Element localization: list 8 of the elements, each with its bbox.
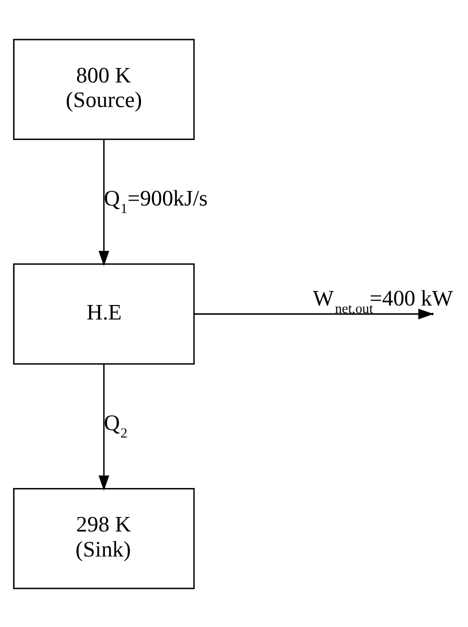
edge-label: Q$_{2}$ — [104, 410, 128, 440]
edge-label: W$_{net,out}$=400 kW — [312, 284, 453, 316]
node-box: H.E — [13, 262, 195, 364]
node-box: 800 K (Source) — [13, 38, 195, 140]
arrow — [98, 139, 110, 266]
arrow — [98, 364, 110, 490]
edge-label: Q$_{1}$=900kJ/s — [104, 185, 208, 216]
node-box: 298 K (Sink) — [13, 487, 195, 589]
